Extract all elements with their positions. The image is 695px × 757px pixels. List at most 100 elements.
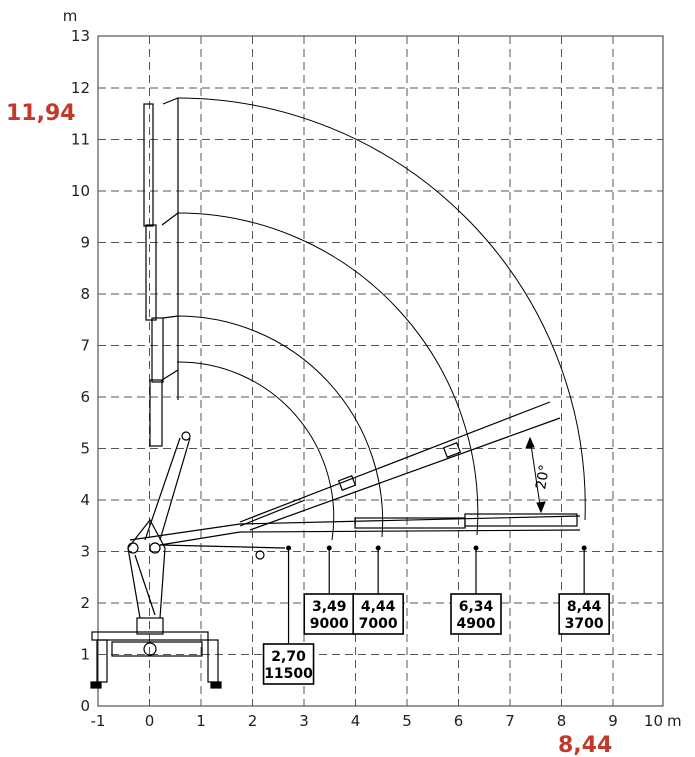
- y-tick-label: 8: [80, 285, 90, 303]
- column-pivot: [149, 542, 161, 554]
- lift-cylinder: [134, 554, 156, 616]
- x-tick-label: 9: [608, 712, 618, 730]
- boom-tip: [161, 212, 179, 226]
- x-tick-label: 2: [248, 712, 258, 730]
- boom-joint: [181, 431, 191, 441]
- load-point-reach: 8,44: [567, 599, 602, 615]
- x-tick-label: 4: [351, 712, 361, 730]
- reach-arcs: [176, 97, 586, 541]
- inclined-boom-short: [239, 499, 306, 527]
- y-tick-labels: 0 1 2 3 4 5 6 7 8 9 10 11 12 13 m: [63, 7, 90, 715]
- boom-tip: [162, 315, 179, 319]
- boom-section-2: [151, 317, 164, 383]
- outrigger-leg-left: [96, 639, 108, 683]
- inclined-boom-bottom: [249, 417, 561, 531]
- x-tick-label: 8: [557, 712, 567, 730]
- load-point-marker: [581, 545, 587, 551]
- x-tick-labels: -1 0 1 2 3 4 5 6 7 8 9 10 m: [91, 712, 682, 730]
- horizontal-booms: [129, 513, 581, 560]
- boom-extension-2: [464, 513, 578, 527]
- plot-frame: [97, 35, 664, 707]
- reach-arc-3: [176, 212, 479, 536]
- load-point-marker: [286, 545, 292, 551]
- outrigger-beam: [91, 631, 209, 641]
- y-tick-label: 2: [80, 594, 90, 612]
- y-tick-label: 9: [80, 234, 90, 252]
- max-height-value: 11,94: [6, 101, 76, 126]
- load-point-load: 3700: [565, 616, 604, 632]
- load-point-load: 7000: [359, 616, 398, 632]
- x-tick-label: 5: [402, 712, 412, 730]
- y-tick-label: 5: [80, 440, 90, 458]
- load-point-reach: 2,70: [271, 649, 306, 665]
- grid-horizontal: [98, 87, 663, 655]
- x-tick-label: -1: [91, 712, 106, 730]
- boom-horizontal-top: [129, 515, 581, 541]
- load-point-load: 4900: [457, 616, 496, 632]
- inclined-booms: [239, 401, 561, 531]
- boom-angle-label: 20°: [533, 463, 553, 490]
- x-tick-label: 10: [644, 712, 663, 730]
- load-point-box: [352, 593, 404, 635]
- column-pivot: [127, 542, 139, 554]
- y-tick-label: 12: [71, 79, 90, 97]
- load-point-box: [262, 643, 315, 685]
- angle-indicator: [525, 436, 546, 514]
- load-point-marker: [326, 545, 332, 551]
- boom-section-4: [143, 103, 154, 227]
- load-point-box: [558, 593, 610, 635]
- x-axis-unit: m: [667, 712, 682, 730]
- x-tick-label: 0: [145, 712, 155, 730]
- boom-lower-link: [159, 544, 286, 549]
- x-tick-label: 7: [505, 712, 515, 730]
- x-tick-label: 6: [454, 712, 464, 730]
- reach-arc-outer: [176, 97, 586, 521]
- crane-base: [90, 617, 222, 689]
- boom-joint-block: [442, 442, 462, 458]
- column-foot: [136, 617, 164, 635]
- crane-base-housing: [111, 641, 203, 657]
- angle-arrow-top: [525, 436, 535, 449]
- load-point-reach: 3,49: [312, 599, 347, 615]
- x-tick-label: 3: [299, 712, 309, 730]
- boom-horizontal-bottom: [159, 529, 581, 546]
- angle-arc-line: [529, 437, 542, 513]
- reach-arc-1: [176, 361, 335, 541]
- crane-column: [127, 431, 191, 619]
- main-boom-link: [159, 437, 191, 541]
- inclined-boom-top: [239, 401, 551, 523]
- load-point-marker: [473, 545, 479, 551]
- boom-joint-block: [337, 475, 357, 491]
- y-tick-label: 10: [71, 182, 90, 200]
- column-body: [127, 518, 166, 619]
- boom-section-3: [145, 224, 157, 321]
- y-tick-label: 1: [80, 646, 90, 664]
- y-tick-label: 7: [80, 337, 90, 355]
- x-tick-label: 1: [196, 712, 206, 730]
- boom-tip: [162, 97, 179, 105]
- max-reach-value: 8,44: [558, 733, 612, 757]
- y-tick-label: 3: [80, 543, 90, 561]
- outrigger-foot-left: [90, 681, 102, 689]
- load-point-marker: [375, 545, 381, 551]
- load-points-group: 2,70115003,4990004,4470006,3449008,44370…: [262, 545, 610, 685]
- reach-arc-2: [176, 315, 384, 538]
- load-point-reach: 6,34: [459, 599, 494, 615]
- vertical-boom: [143, 97, 179, 447]
- boom-tip: [161, 369, 179, 381]
- angle-arrow-bottom: [536, 501, 546, 514]
- load-point-load: 9000: [310, 616, 349, 632]
- load-point-load: 11500: [264, 666, 313, 682]
- y-tick-label: 4: [80, 491, 90, 509]
- load-point-box: [450, 593, 502, 635]
- y-tick-label: 6: [80, 388, 90, 406]
- y-tick-label: 0: [80, 697, 90, 715]
- outrigger-foot-right: [210, 681, 222, 689]
- y-axis-unit: m: [63, 7, 78, 25]
- y-tick-label: 13: [71, 27, 90, 45]
- boom-section-1: [149, 379, 163, 447]
- grid-vertical: [149, 36, 614, 706]
- slew-bearing: [143, 642, 157, 656]
